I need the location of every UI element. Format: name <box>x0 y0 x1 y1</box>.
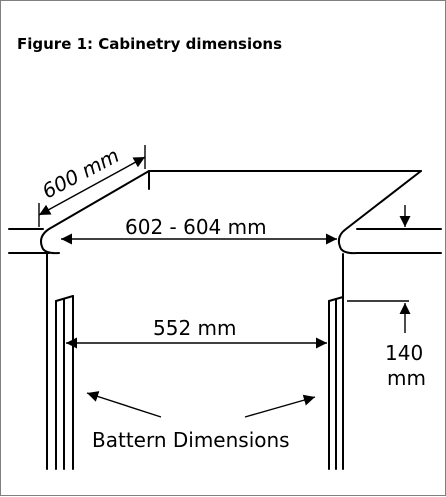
batten-label: Battern Dimensions <box>92 428 290 452</box>
cabinet-left-wall <box>46 253 74 470</box>
figure-title: Figure 1: Cabinetry dimensions <box>17 35 283 53</box>
opening-width-dimension: 602 - 604 mm <box>61 215 337 245</box>
cabinet-right-wall <box>328 253 344 470</box>
batten-height-unit: mm <box>387 366 426 390</box>
batten-gap-label: 552 mm <box>153 316 237 340</box>
countertop <box>8 170 442 255</box>
batten-height-dimension: 140 mm <box>347 300 426 390</box>
opening-width-label: 602 - 604 mm <box>125 215 267 239</box>
batten-callout: Battern Dimensions <box>86 391 316 452</box>
batten-height-value: 140 <box>385 341 423 365</box>
batten-gap-dimension: 552 mm <box>66 316 327 349</box>
